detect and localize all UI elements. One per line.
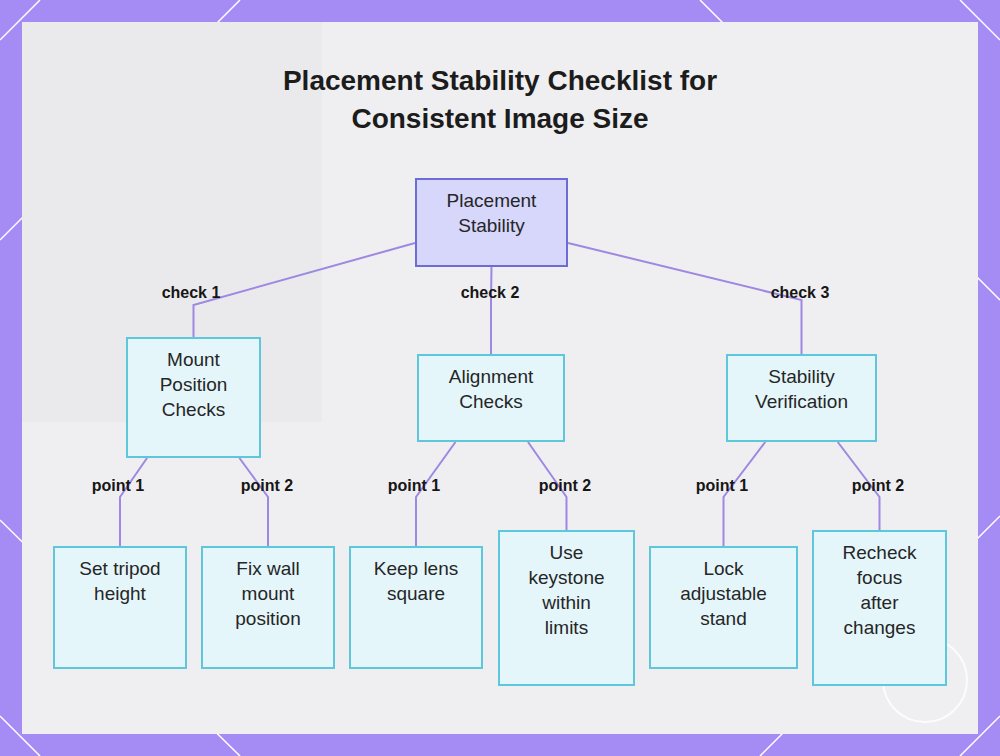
connector-line [120,458,147,546]
box-label: Lock adjustable stand [665,556,782,631]
checklist-box: Lock adjustable stand [649,546,798,669]
connector-label: point 2 [539,477,591,495]
box-label: Recheck focus after changes [839,540,920,640]
box-label: Set tripod height [69,556,171,606]
connector-label: point 1 [696,477,748,495]
checklist-box: Recheck focus after changes [812,530,947,686]
box-label: Placement Stability [431,188,552,238]
connector-label: check 1 [162,284,221,302]
checklist-box: Set tripod height [53,546,187,669]
diagram-title: Placement Stability Checklist for Consis… [230,62,770,138]
checklist-box: Alignment Checks [417,354,565,442]
connector-label: point 2 [241,477,293,495]
connector-label: point 1 [92,477,144,495]
box-label: Alignment Checks [433,364,549,414]
checklist-box: Keep lens square [349,546,483,669]
connector-group [120,243,880,546]
root-box: Placement Stability [415,178,568,267]
checklist-box: Fix wall mount position [201,546,335,669]
connector-line [194,243,416,337]
box-label: Mount Position Checks [142,347,245,422]
connector-label: point 1 [388,477,440,495]
box-label: Fix wall mount position [217,556,319,631]
checklist-box: Stability Verification [726,354,877,442]
checklist-box: Mount Position Checks [126,337,261,458]
connector-line [568,243,802,354]
checklist-box: Use keystone within limits [498,530,635,686]
connector-line [490,267,493,354]
box-label: Stability Verification [742,364,861,414]
faded-photo-area [22,22,322,422]
connector-line [239,458,268,546]
inner-panel [22,22,978,734]
box-label: Keep lens square [365,556,467,606]
connector-label: check 3 [771,284,830,302]
box-label: Use keystone within limits [522,540,611,640]
connector-label: point 2 [852,477,904,495]
connector-label: check 2 [461,284,520,302]
